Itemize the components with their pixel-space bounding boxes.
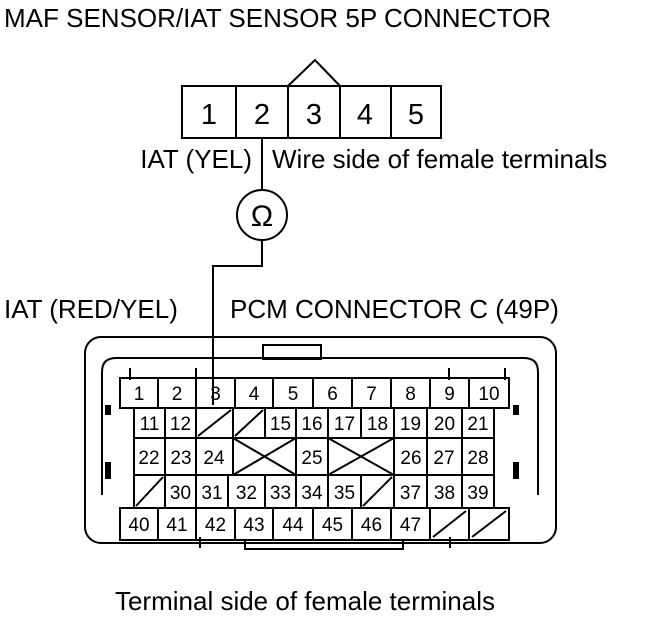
pcm-pin-label: 17 <box>334 414 355 435</box>
pcm-pin-label: 16 <box>301 414 322 435</box>
pcm-pin-label: 2 <box>172 384 183 405</box>
pcm-pin-label: 23 <box>170 448 191 469</box>
pcm-pin-label: 20 <box>434 414 455 435</box>
pcm-connector-outer-shell <box>84 336 557 544</box>
diagram-title: MAF SENSOR/IAT SENSOR 5P CONNECTOR <box>4 3 551 33</box>
pcm-pin-label: 15 <box>270 414 291 435</box>
connector-5p-pin: 3 <box>306 99 322 131</box>
pcm-connector-clip <box>105 462 111 479</box>
pcm-row-5 <box>119 507 510 541</box>
pcm-pin-label: 22 <box>138 448 159 469</box>
pcm-connector-top-latch <box>262 344 322 360</box>
pcm-pin-label: 34 <box>301 483 323 504</box>
connector-5p: 1 2 3 4 5 <box>181 58 442 139</box>
pcm-connector-bottom-key <box>244 539 404 550</box>
pcm-pin-label: 19 <box>400 414 421 435</box>
pcm-pin-label: 33 <box>270 483 291 504</box>
empty-cavity-cross <box>232 437 297 476</box>
pcm-pin-label: 8 <box>405 384 416 405</box>
pcm-pin-label: 5 <box>288 384 299 405</box>
pcm-connector-title: PCM CONNECTOR C (49P) <box>230 294 559 324</box>
pcm-connector-clip <box>513 405 519 415</box>
pcm-pin-label: 28 <box>467 448 488 469</box>
empty-cavity-cross <box>327 437 395 476</box>
pcm-connector-clip <box>105 405 111 415</box>
pcm-pin-label: 46 <box>361 515 382 536</box>
pcm-pin-label: 40 <box>128 515 149 536</box>
pcm-pin-label: 35 <box>334 483 355 504</box>
pcm-pin-label: 37 <box>400 483 421 504</box>
pcm-connector-clip <box>513 462 519 479</box>
iat-yel-wire-label: IAT (YEL) <box>140 144 252 174</box>
wire-side-label: Wire side of female terminals <box>272 144 607 174</box>
ohm-symbol: Ω <box>251 200 273 233</box>
pcm-pin-label: 12 <box>170 414 191 435</box>
pcm-pin-label: 6 <box>327 384 338 405</box>
pcm-pin-label: 11 <box>140 414 160 435</box>
pcm-pin-label: 43 <box>243 515 264 536</box>
pcm-pin-label: 38 <box>434 483 455 504</box>
pcm-pin-label: 47 <box>400 515 421 536</box>
connector-5p-body <box>181 85 442 139</box>
pcm-pin-label: 24 <box>203 448 225 469</box>
pcm-pin-label: 45 <box>322 515 343 536</box>
empty-cavity-slash <box>362 476 393 507</box>
ohmmeter-icon: Ω <box>236 189 288 241</box>
pcm-pin-label: 18 <box>367 414 388 435</box>
pcm-pin-label: 31 <box>201 483 222 504</box>
connector-5p-pin: 2 <box>254 99 270 131</box>
connector-5p-pin: 4 <box>357 99 373 131</box>
pcm-pin-label: 4 <box>249 384 260 405</box>
empty-cavity-slash <box>135 476 164 507</box>
pcm-pin-label: 39 <box>467 483 488 504</box>
pcm-pin-label: 42 <box>205 515 226 536</box>
pcm-pin-label: 30 <box>170 483 191 504</box>
pcm-pin-label: 26 <box>400 448 421 469</box>
pcm-pin-label: 3 <box>210 384 221 405</box>
pcm-pin-label: 10 <box>478 384 499 405</box>
pcm-pin-label: 21 <box>467 414 488 435</box>
empty-cavity-slash <box>197 409 232 437</box>
connector-5p-pin: 5 <box>408 99 424 131</box>
pcm-pin-label: 9 <box>444 384 455 405</box>
connector-5p-pin: 1 <box>201 99 217 131</box>
connector-5p-lock-tab <box>287 58 341 87</box>
empty-cavity-slash <box>432 510 467 538</box>
test-lead-lower <box>212 240 263 405</box>
terminal-side-label: Terminal side of female terminals <box>115 586 495 616</box>
empty-cavity-slash <box>234 409 264 437</box>
pcm-pin-label: 27 <box>433 448 454 469</box>
iat-red-yel-wire-label: IAT (RED/YEL) <box>4 294 178 324</box>
pcm-pin-label: 44 <box>282 515 304 536</box>
pcm-pin-label: 41 <box>166 515 187 536</box>
pcm-pin-label: 25 <box>301 448 322 469</box>
pcm-pin-label: 32 <box>236 483 257 504</box>
pcm-pin-label: 7 <box>366 384 377 405</box>
pcm-pin-label: 1 <box>134 384 145 405</box>
empty-cavity-slash <box>471 510 507 538</box>
